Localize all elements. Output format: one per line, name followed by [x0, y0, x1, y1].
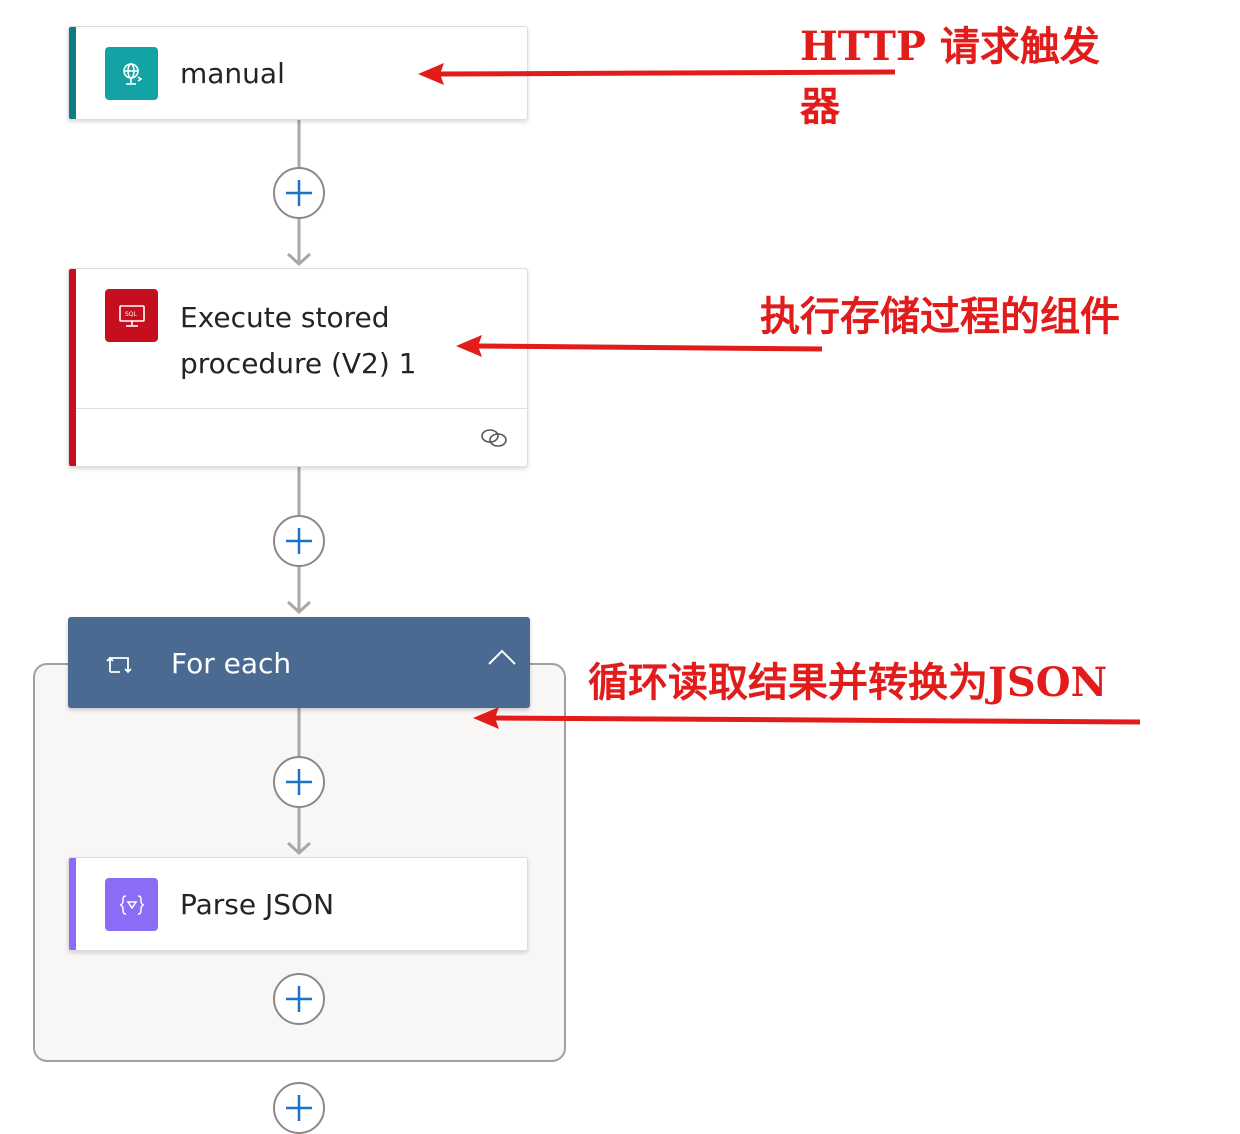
add-step-button[interactable]: [273, 1082, 325, 1134]
card-accent-bar: [69, 27, 76, 119]
sql-monitor-icon: SQL: [105, 289, 158, 342]
plus-icon: [286, 528, 312, 554]
card-title: manual: [180, 57, 285, 90]
card-divider: [76, 408, 527, 409]
braces-icon: [105, 878, 158, 931]
add-step-button[interactable]: [273, 756, 325, 808]
plus-icon: [286, 1095, 312, 1121]
svg-text:SQL: SQL: [125, 311, 138, 318]
annotation-trigger-line1: HTTP 请求触发: [800, 23, 1100, 70]
annotation-loop: 循环读取结果并转换为JSON: [588, 659, 1108, 706]
card-title: Parse JSON: [180, 888, 335, 921]
annotation-trigger-line2: 器: [800, 83, 840, 130]
foreach-title: For each: [171, 647, 292, 680]
annotation-sql: 执行存储过程的组件: [760, 293, 1120, 340]
foreach-header[interactable]: For each: [68, 617, 530, 708]
plus-icon: [286, 180, 312, 206]
add-step-button[interactable]: [273, 515, 325, 567]
link-icon[interactable]: [479, 427, 509, 449]
chevron-up-icon[interactable]: [487, 647, 517, 667]
card-title-line1: Execute stored: [180, 301, 390, 334]
card-accent-bar: [69, 269, 76, 466]
action-card-parse-json[interactable]: Parse JSON: [68, 857, 528, 951]
add-step-button[interactable]: [273, 167, 325, 219]
action-card-execute-stored-procedure[interactable]: SQL Execute stored procedure (V2) 1: [68, 268, 528, 467]
card-title-line2: procedure (V2) 1: [180, 347, 417, 380]
add-step-button[interactable]: [273, 973, 325, 1025]
loop-icon: [106, 656, 132, 674]
plus-icon: [286, 769, 312, 795]
card-accent-bar: [69, 858, 76, 950]
plus-icon: [286, 986, 312, 1012]
globe-http-icon: [105, 47, 158, 100]
